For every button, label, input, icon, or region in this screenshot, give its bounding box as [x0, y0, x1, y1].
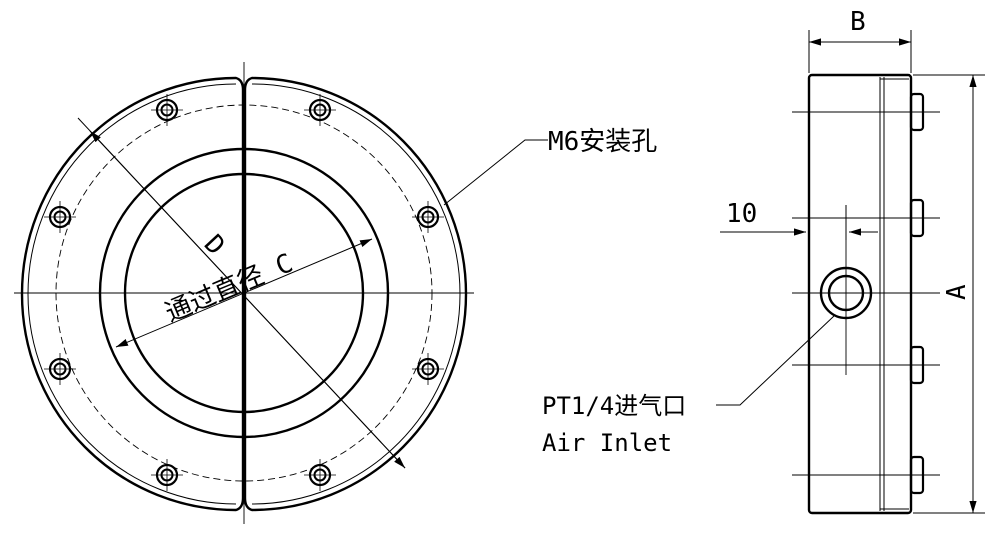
- mount-holes: [44, 94, 444, 491]
- mount-hole-leader: [443, 139, 548, 206]
- mount-hole: [412, 201, 444, 233]
- dim-c-label: 通过直径 C: [161, 248, 297, 328]
- mount-hole: [44, 353, 76, 385]
- mount-hole: [412, 353, 444, 385]
- mount-hole-label: M6安装孔: [548, 127, 657, 157]
- mount-hole: [304, 94, 336, 126]
- side-bolt-heads: [909, 92, 925, 495]
- inlet-port-label: PT1/4进气口: [542, 392, 686, 420]
- air-inlet-port-inner: [827, 274, 865, 312]
- side-view: B A 10 PT1/4进气口 Air Inlet: [542, 7, 985, 515]
- side-body: [807, 73, 913, 515]
- mount-hole: [151, 94, 183, 126]
- dim-a-label: A: [942, 284, 972, 300]
- mount-hole: [151, 459, 183, 491]
- dim-b-label: B: [850, 7, 866, 37]
- inlet-en-label: Air Inlet: [542, 429, 672, 457]
- inlet-leader: [716, 315, 835, 406]
- mount-hole: [304, 459, 336, 491]
- dim-10-label: 10: [726, 199, 757, 229]
- dim-d-label: D: [198, 229, 231, 261]
- outer-ring-left-half: [20, 76, 245, 512]
- outer-ring-right-half: [243, 76, 468, 512]
- mount-hole: [44, 201, 76, 233]
- air-inlet-port-outer: [819, 266, 873, 320]
- dim-c-line: [115, 238, 373, 348]
